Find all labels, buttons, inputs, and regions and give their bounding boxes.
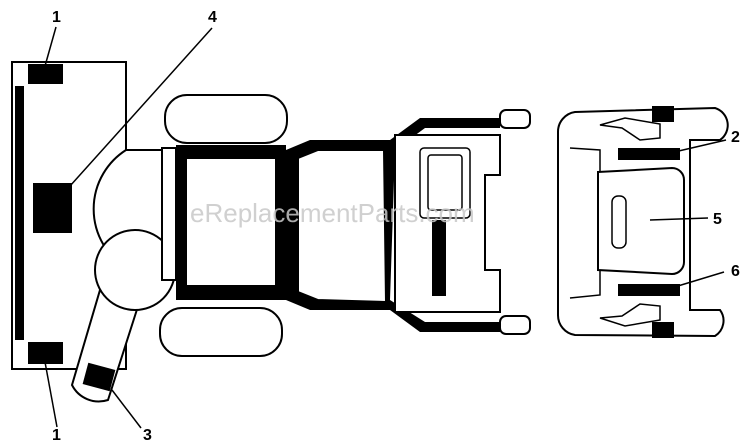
decal-2 (618, 148, 680, 160)
leader-3 (111, 389, 142, 429)
seat (185, 157, 277, 287)
decal-1-bottom (28, 342, 63, 364)
watermark: eReplacementParts.com (190, 198, 475, 228)
callout-4: 4 (208, 9, 217, 26)
right-front-spindle (499, 315, 531, 335)
center-deck (297, 149, 388, 304)
callout-1-bottom: 1 (52, 427, 61, 444)
right-rear-tire (159, 307, 283, 357)
decal-5-panel (597, 166, 685, 276)
decal-1-top (28, 64, 63, 84)
chute-assembly (70, 229, 176, 403)
weight-upper-lug (599, 117, 661, 141)
weight-slot (611, 195, 627, 249)
callout-3: 3 (143, 427, 152, 444)
decal-4 (33, 183, 73, 233)
weight-lower-lug (599, 303, 661, 327)
dash-decal-strip (432, 220, 446, 296)
callout-5: 5 (713, 211, 722, 228)
decal-3 (82, 362, 116, 392)
leader-6 (667, 271, 725, 290)
weight-bottom-tab (652, 322, 674, 338)
hood (394, 134, 501, 313)
decal-6 (618, 284, 680, 296)
dash-gauge (427, 154, 463, 211)
dash-panel (419, 147, 471, 219)
leader-5 (649, 217, 709, 221)
callout-6: 6 (731, 263, 740, 280)
blade-edge (15, 86, 24, 340)
callout-1-top: 1 (52, 9, 61, 26)
rear-frame (161, 147, 177, 281)
leader-1-bottom (44, 361, 58, 428)
weight-top-tab (652, 106, 674, 122)
front-weight-assembly (556, 106, 729, 338)
leader-2 (669, 139, 727, 154)
callout-2: 2 (731, 129, 740, 146)
left-rear-tire (164, 94, 288, 144)
leader-1-top (44, 26, 57, 67)
tractor-body (159, 94, 531, 357)
leader-4 (69, 27, 213, 187)
left-front-spindle (499, 109, 531, 129)
